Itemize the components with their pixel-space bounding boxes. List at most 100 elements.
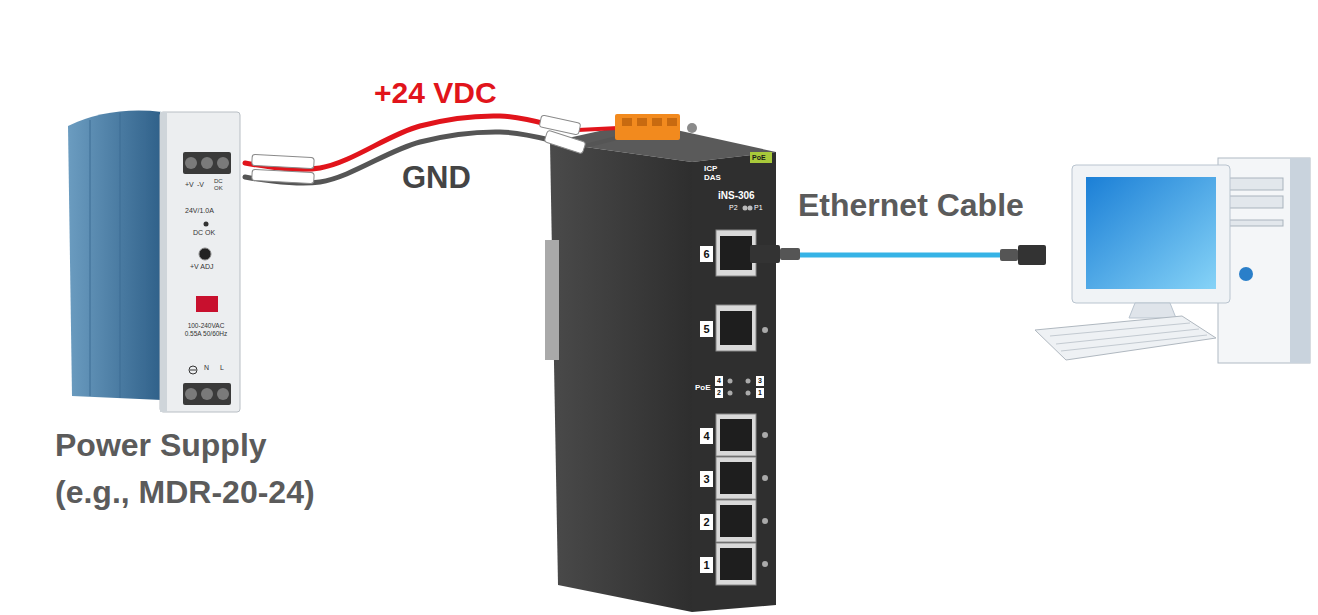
- port-led: [762, 561, 768, 567]
- computer-figure: [1035, 158, 1310, 363]
- led-number: 3: [756, 376, 764, 386]
- stub-wire: [578, 128, 618, 130]
- port-hole: [720, 548, 752, 580]
- rj45-plug: [1018, 245, 1046, 265]
- port-number-box: [700, 246, 713, 262]
- power-wire: [245, 116, 550, 169]
- pc-key-row: [1050, 323, 1190, 336]
- port-frame: [716, 414, 756, 456]
- switch-figure: [545, 114, 776, 612]
- pc-screen: [1086, 177, 1216, 289]
- pc-key-row: [1056, 329, 1199, 344]
- led-number-box: [715, 388, 723, 398]
- port-number: 1: [700, 558, 713, 572]
- ports: [700, 230, 768, 585]
- poe-badge: [750, 152, 772, 163]
- port-number: 5: [700, 322, 713, 336]
- port-frame: [716, 500, 756, 542]
- led-label: P2: [729, 203, 738, 212]
- port-hole: [720, 505, 752, 537]
- pc-monitor-stand: [1129, 303, 1176, 318]
- ferrule: [544, 130, 586, 154]
- terminal-slot: [622, 118, 632, 126]
- adjust-label: +V ADJ: [190, 263, 214, 271]
- port-number: 4: [700, 429, 713, 443]
- ethernet-cable-figure: [798, 255, 1002, 256]
- port-number: 2: [700, 515, 713, 529]
- port-number-box: [700, 321, 713, 337]
- psu-led: [204, 222, 209, 227]
- pc-key-row: [1061, 335, 1207, 351]
- terminal-label: -V: [197, 181, 204, 189]
- power-supply-figure: [68, 111, 240, 412]
- port-number: 6: [700, 247, 713, 261]
- poe-led: [728, 379, 733, 384]
- terminal-label: DC OK: [214, 178, 228, 192]
- port-led: [762, 475, 768, 481]
- port-hole: [720, 311, 752, 345]
- psu-screw: [217, 157, 229, 169]
- terminal-label: N: [204, 364, 209, 372]
- ground-screw: [687, 123, 697, 133]
- status-led: [743, 206, 748, 211]
- psu-terminal-bottom: [183, 383, 231, 405]
- led-number-box: [756, 388, 764, 398]
- ferrule: [252, 169, 314, 183]
- terminal-block: [615, 114, 680, 140]
- rj45-plug: [750, 245, 780, 263]
- psu-front-edge: [160, 112, 167, 412]
- port-number-box: [700, 428, 713, 444]
- led-number: 2: [715, 388, 723, 398]
- psu-screw: [201, 157, 213, 169]
- psu-ground-symbol: [189, 366, 197, 374]
- rj45-boot: [1000, 249, 1018, 261]
- rj45-boot: [780, 248, 800, 260]
- led-number-box: [756, 376, 764, 386]
- ferrules: [252, 115, 586, 184]
- psu-rib: [145, 112, 146, 399]
- led-label: P1: [754, 203, 763, 212]
- wire-label: GND: [400, 160, 473, 196]
- pc-keyboard: [1035, 316, 1216, 360]
- wire-label: +24 VDC: [372, 76, 499, 111]
- pc-drive-bay: [1228, 196, 1283, 208]
- psu-rib: [90, 120, 91, 396]
- psu-screw: [185, 388, 197, 400]
- power-wire: [245, 132, 550, 183]
- psu-pot: [199, 248, 211, 260]
- port-frame: [716, 305, 756, 351]
- input-rating-label: 100-240VAC 0.55A 50/60Hz: [181, 322, 231, 338]
- pc-tower-side: [1290, 158, 1310, 363]
- poe-badge-label: PoE: [752, 153, 766, 162]
- indicator-label: DC OK: [193, 229, 215, 237]
- device-caption: Power Supply (e.g., MDR-20-24): [55, 422, 330, 516]
- status-led: [748, 206, 753, 211]
- pc-drive-bay: [1228, 178, 1283, 190]
- psu-rib: [120, 113, 121, 398]
- terminal-label: L: [220, 364, 224, 372]
- poe-led-label: PoE: [695, 383, 711, 393]
- cable-label: Ethernet Cable: [798, 187, 1024, 224]
- pc-tower: [1218, 158, 1310, 363]
- port-number-box: [700, 471, 713, 487]
- psu-side: [68, 111, 162, 400]
- psu-front: [160, 112, 240, 412]
- power-supply: Power Supply (e.g., MDR-20-24): [55, 108, 245, 413]
- pc-power-button: [1239, 267, 1253, 281]
- psu-ground-symbol: [190, 370, 196, 371]
- psu-terminal-top: [183, 152, 231, 174]
- device-model-text: iNS-306: [718, 190, 755, 202]
- terminal-label: +V: [185, 181, 194, 189]
- port-number: 3: [700, 472, 713, 486]
- poe-led: [728, 391, 733, 396]
- port-frame: [716, 543, 756, 585]
- din-clip: [545, 240, 559, 360]
- port-frame: [716, 457, 756, 499]
- rating-label: 24V/1.0A: [185, 207, 214, 215]
- poe-led: [746, 391, 751, 396]
